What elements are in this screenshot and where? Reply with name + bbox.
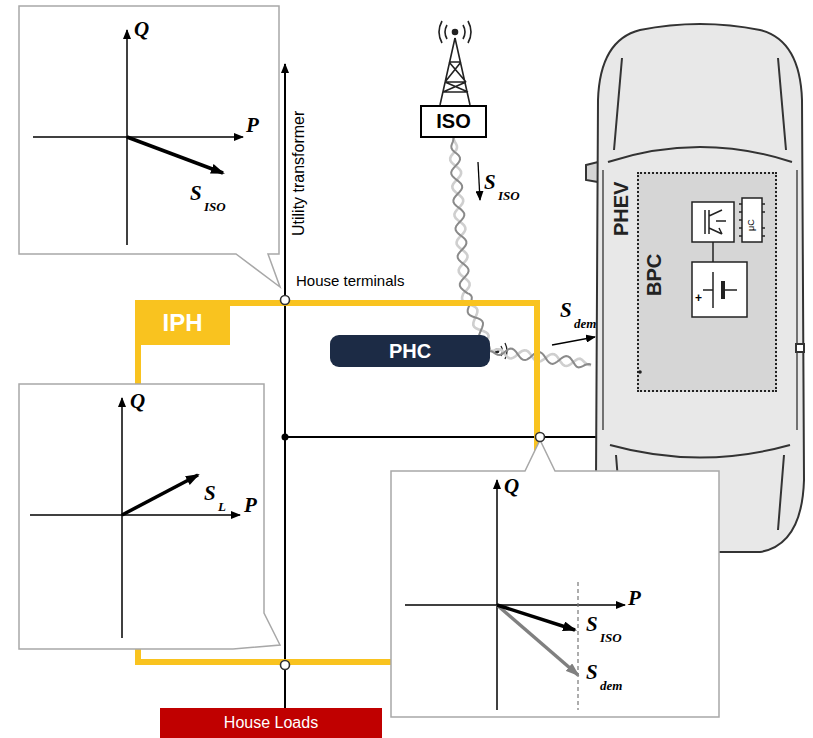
callout-bubble: [18, 5, 280, 255]
terminal-circle: [536, 433, 545, 442]
axis-label: Q: [504, 474, 519, 499]
vector-subscript: ISO: [498, 188, 520, 204]
vector-subscript: dem: [600, 678, 622, 694]
vector-subscript: dem: [574, 316, 596, 332]
controller-box: PHC: [330, 335, 490, 367]
axis-label: Q: [130, 389, 145, 414]
converter-box: BPC: [637, 172, 777, 392]
phasor-callout: QPS⃗ISOS⃗dem: [390, 470, 720, 718]
converter-icons: [692, 198, 765, 317]
box-label: PHC: [389, 340, 431, 363]
vector-subscript: L: [218, 499, 226, 515]
chip-label: μC: [746, 219, 756, 231]
signal-arrow: [552, 337, 595, 345]
junction-dot: [282, 434, 289, 441]
phasor-callout: QPS⃗L: [18, 383, 265, 650]
callout-bubble: [390, 470, 720, 718]
box-label: ISO: [436, 110, 470, 133]
vector-subscript: ISO: [204, 199, 226, 215]
line-label: Utility transformer: [290, 111, 308, 236]
terminal-circle: [281, 661, 290, 670]
terminal-circle: [281, 296, 290, 305]
converter-label: BPC: [643, 254, 666, 296]
axis-label: P: [246, 113, 259, 138]
polarity-sign: +: [695, 291, 702, 305]
signal-arrow: [478, 162, 480, 200]
vehicle-label: PHEV: [610, 182, 633, 236]
terminal-label: House terminals: [296, 272, 404, 289]
box-label: House Loads: [224, 714, 318, 732]
phasor-callout: QPS⃗ISO: [18, 5, 280, 255]
utility-line: [284, 64, 286, 738]
radio-tower: [439, 21, 471, 105]
axis-label: Q: [134, 17, 149, 42]
region-tab: IPH: [135, 300, 230, 345]
load-box: House Loads: [160, 708, 382, 738]
iso-box: ISO: [420, 105, 487, 138]
axis-label: P: [628, 586, 641, 611]
callout-bubble: [18, 383, 265, 650]
axis-label: P: [244, 493, 257, 518]
signal-wave: [450, 138, 490, 351]
vector-subscript: ISO: [600, 630, 622, 646]
signal-wave: [490, 349, 591, 368]
